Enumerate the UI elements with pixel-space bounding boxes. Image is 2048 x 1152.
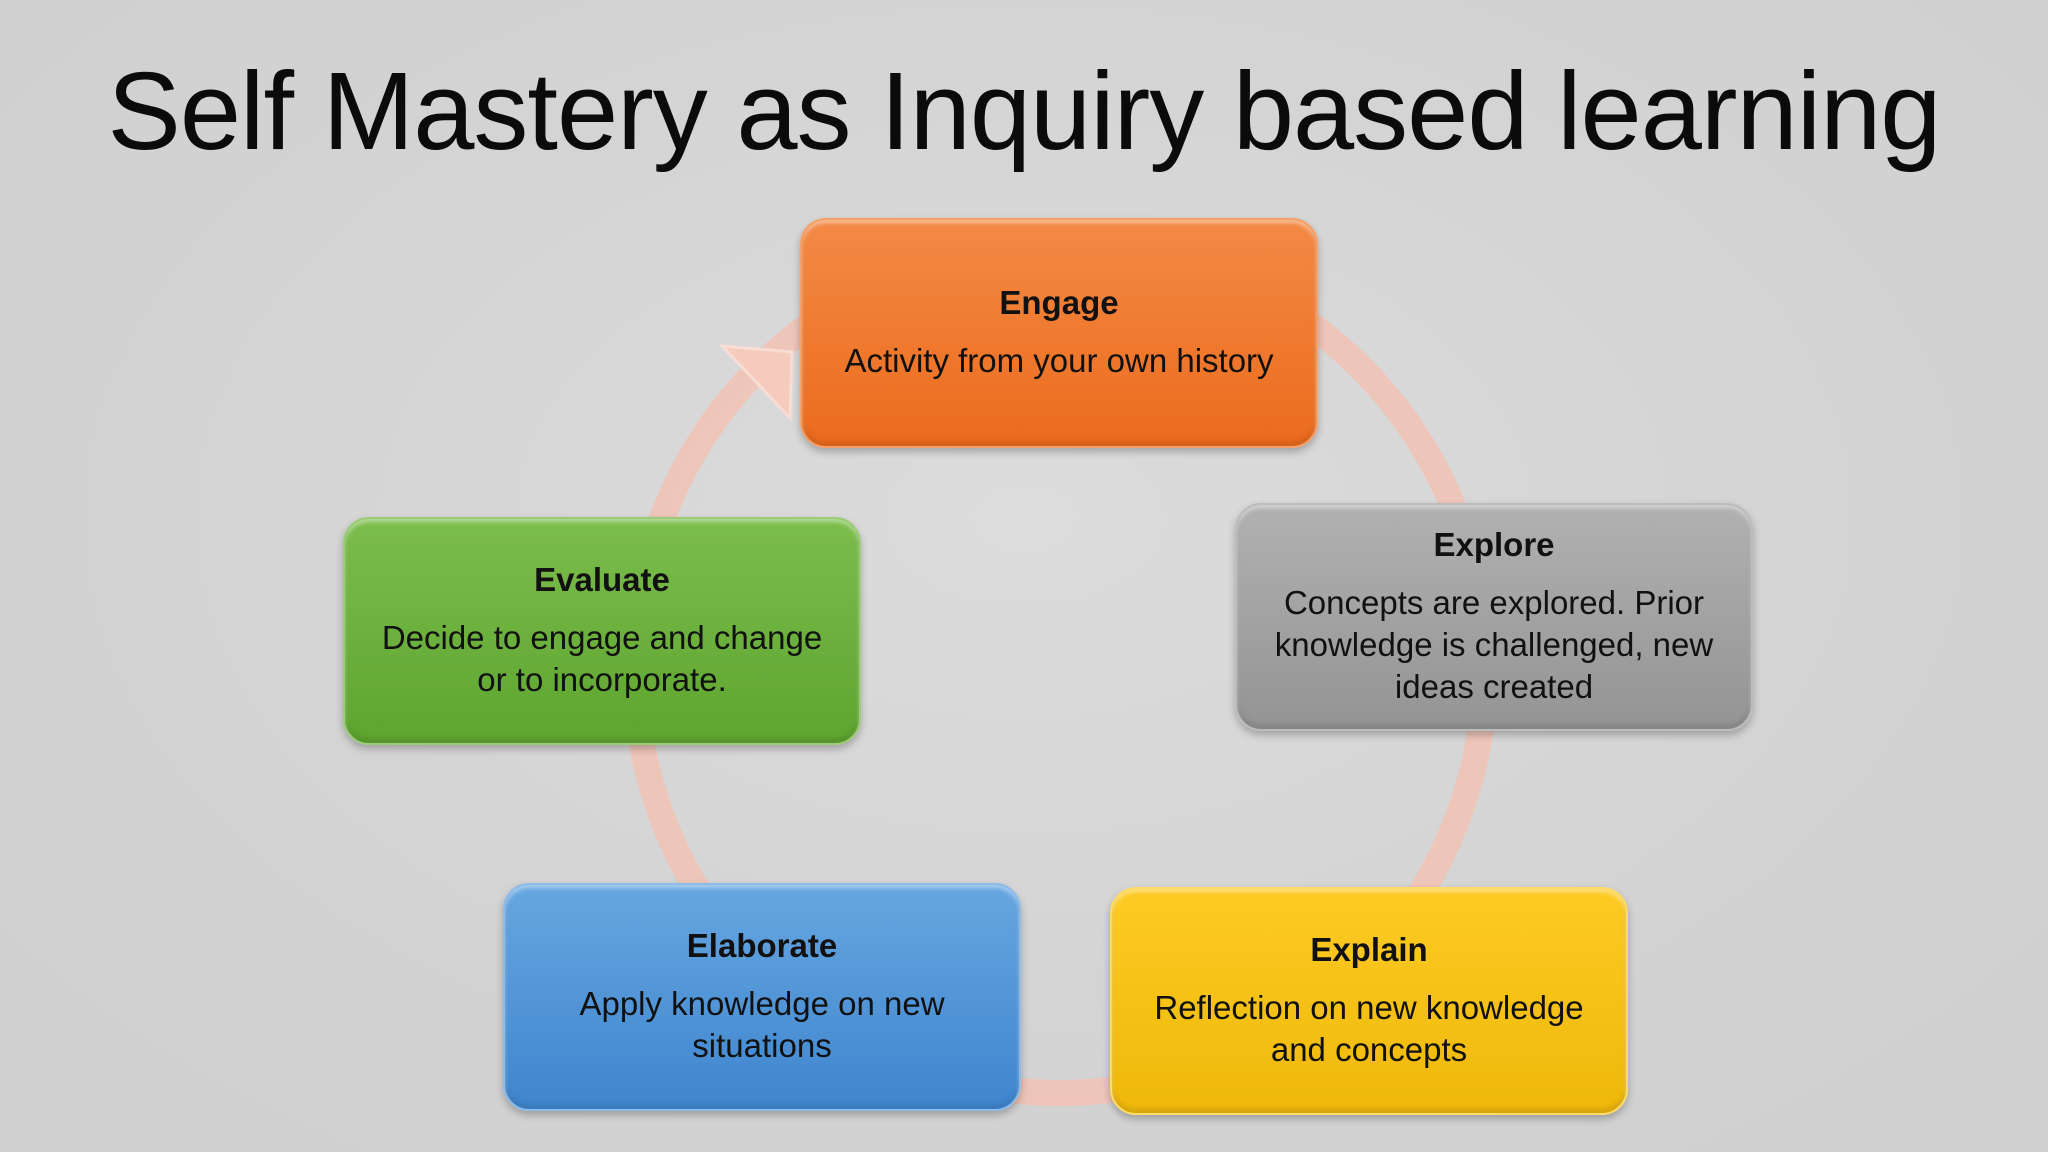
stage-explore-desc: Concepts are explored. Prior knowledge i… [1274,584,1714,705]
stage-evaluate-desc: Decide to engage and change or to incorp… [381,619,823,698]
stage-explain-desc: Reflection on new knowledge and concepts [1154,989,1584,1068]
stage-explain-heading: Explain [1310,931,1428,968]
stage-explain: Explain Reflection on new knowledge and … [1110,887,1628,1115]
stage-engage: Engage Activity from your own history [800,218,1318,448]
stage-elaborate: Elaborate Apply knowledge on new situati… [503,883,1021,1111]
stage-engage-heading: Engage [999,284,1119,321]
cycle-arrowhead [718,344,794,422]
stage-elaborate-desc: Apply knowledge on new situations [579,985,945,1064]
stage-explore: Explore Concepts are explored. Prior kno… [1235,503,1753,731]
stage-elaborate-heading: Elaborate [686,927,838,964]
stage-engage-desc: Activity from your own history [844,342,1274,379]
stage-explore-heading: Explore [1433,526,1555,563]
stage-evaluate: Evaluate Decide to engage and change or … [343,517,861,745]
stage-evaluate-heading: Evaluate [534,561,670,598]
page-title: Self Mastery as Inquiry based learning [107,50,1942,173]
